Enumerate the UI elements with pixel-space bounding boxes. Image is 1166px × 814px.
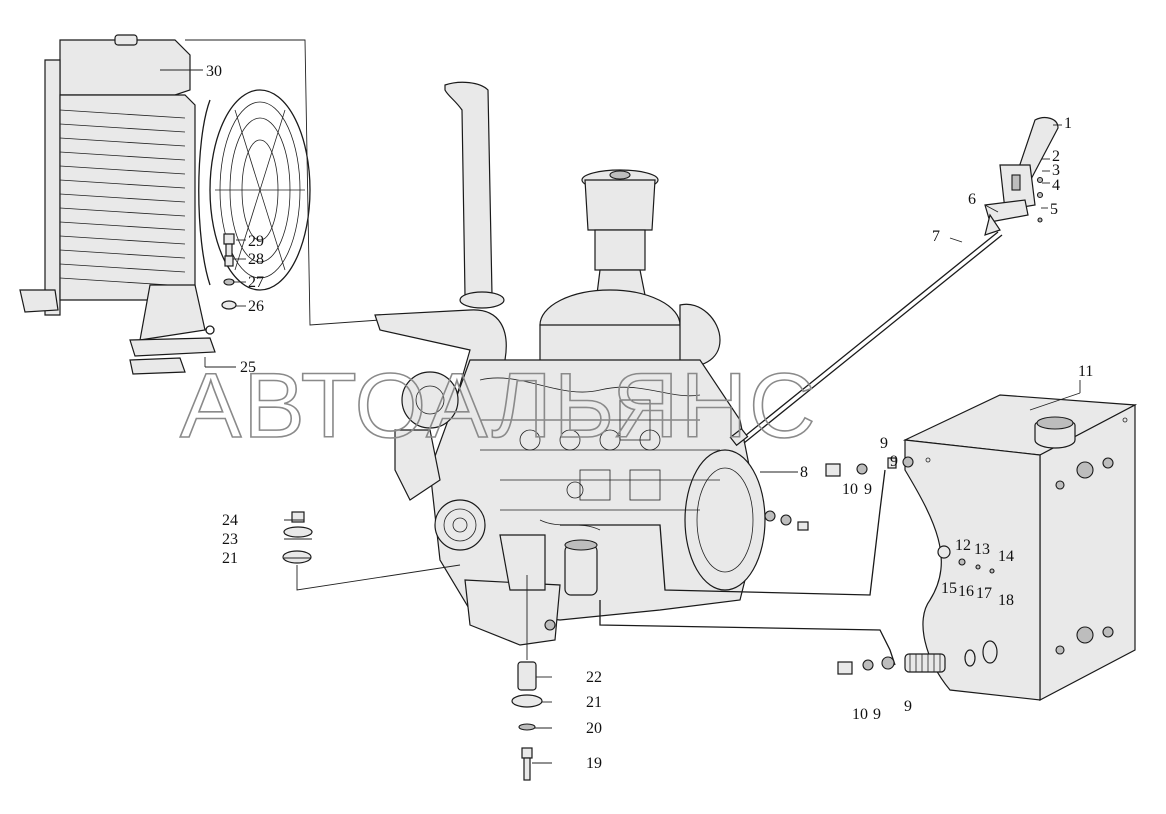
callout-labels: 30 29 28 27 26 25 24 23 21 22 21 20 19 1… [206, 63, 1093, 772]
hydraulic-tank [902, 394, 1138, 701]
callout-7: 7 [932, 228, 940, 245]
callout-9-bottom-a: 9 [873, 706, 881, 723]
callout-10-top: 10 [842, 481, 858, 498]
callout-23: 23 [222, 531, 238, 548]
callout-9-mid: 9 [864, 481, 872, 498]
callout-15: 15 [941, 580, 957, 597]
callout-13: 13 [974, 541, 990, 558]
callout-12: 12 [955, 537, 971, 554]
pedal-assembly [729, 117, 1059, 447]
callout-10-bottom: 10 [852, 706, 868, 723]
callout-16: 16 [958, 583, 974, 600]
callout-11: 11 [1078, 363, 1093, 380]
callout-20: 20 [586, 720, 602, 737]
callout-26: 26 [248, 298, 264, 315]
callout-3: 3 [1052, 162, 1060, 179]
callout-18: 18 [998, 592, 1014, 609]
mount-stack-bottom [511, 575, 543, 781]
callout-9-top: 9 [880, 435, 888, 452]
tank-fittings [764, 456, 998, 675]
callout-14: 14 [998, 548, 1014, 565]
engine-assembly [374, 81, 896, 666]
fan-guard [198, 89, 311, 291]
callout-9-right: 9 [890, 453, 898, 470]
callout-27: 27 [248, 274, 264, 291]
callout-21-left: 21 [222, 550, 238, 567]
callout-4: 4 [1052, 177, 1060, 194]
callout-8: 8 [800, 464, 808, 481]
watermark-text: АВТОАЛЬЯНС [180, 355, 818, 457]
callout-9-bottom-b: 9 [904, 698, 912, 715]
callout-30: 30 [206, 63, 222, 80]
callout-19: 19 [586, 755, 602, 772]
callout-5: 5 [1050, 201, 1058, 218]
callout-21-bottom: 21 [586, 694, 602, 711]
callout-1: 1 [1064, 115, 1072, 132]
callout-2: 2 [1052, 148, 1060, 165]
callout-24: 24 [222, 512, 238, 529]
callout-22: 22 [586, 669, 602, 686]
radiator-assembly [19, 34, 216, 375]
callout-29: 29 [248, 233, 264, 250]
callout-17: 17 [976, 585, 992, 602]
callout-6: 6 [968, 191, 976, 208]
callout-25: 25 [240, 359, 256, 376]
callout-28: 28 [248, 251, 264, 268]
bolt-stack-radiator [221, 233, 237, 310]
leader-lines [160, 69, 1081, 764]
mount-stack-left [282, 511, 461, 591]
